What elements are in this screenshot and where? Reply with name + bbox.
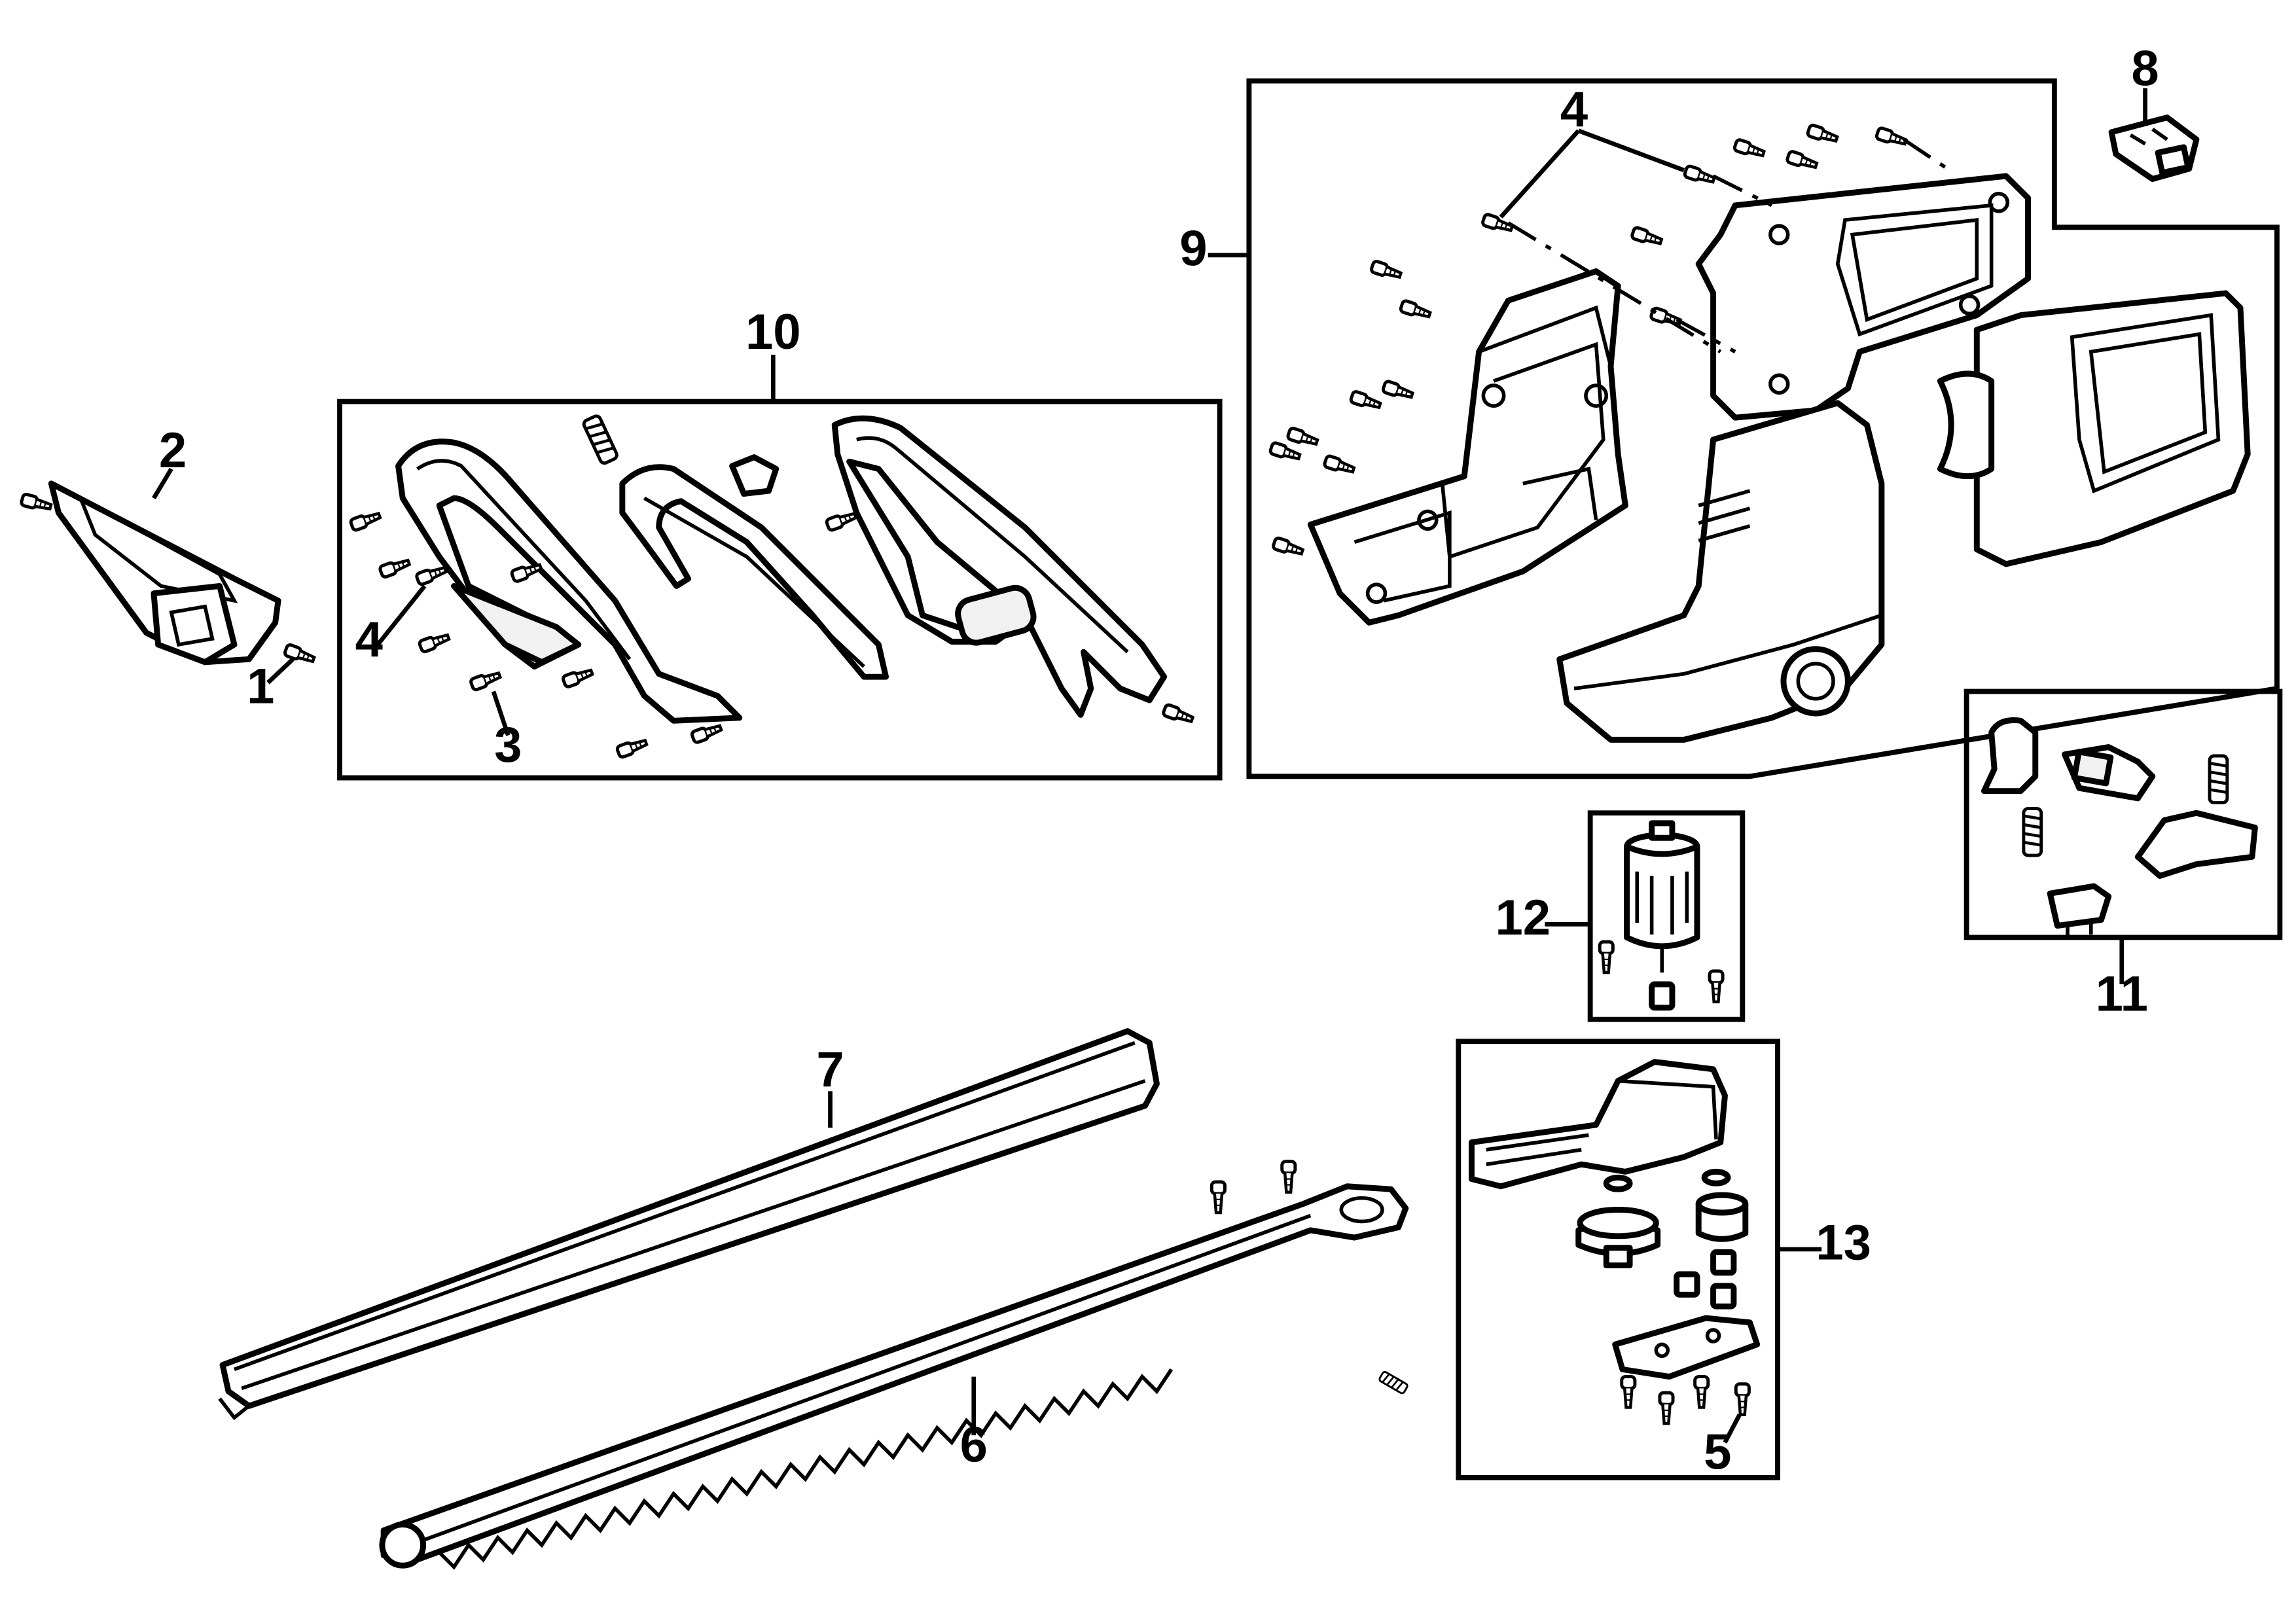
- gearbox-parts: [1468, 1059, 1761, 1424]
- rear-handle-parts: [350, 415, 1194, 758]
- callout-4-housing: 4: [1560, 82, 1588, 137]
- callout-4-handle: 4: [355, 612, 383, 668]
- housing-parts: [1270, 124, 2251, 743]
- blade-guard-part: [218, 1028, 1160, 1421]
- callout-11: 11: [2096, 966, 2148, 1022]
- motor-parts: [1600, 820, 1723, 1011]
- callout-5: 5: [1704, 1425, 1731, 1480]
- callout-2: 2: [159, 423, 187, 478]
- rear-handle-kit-box: [337, 399, 1223, 781]
- callout-7: 7: [816, 1043, 844, 1098]
- callout-1: 1: [247, 658, 274, 714]
- callout-3: 3: [494, 717, 522, 773]
- hand-guard-part: [21, 480, 315, 665]
- callout-12: 12: [1495, 890, 1551, 946]
- callout-9: 9: [1179, 221, 1207, 277]
- gearbox-kit-box: [1456, 1039, 1780, 1480]
- motor-kit-box: [1587, 810, 1746, 1022]
- switch-kit-parts: [1377, 717, 2258, 1395]
- motor-housing-kit-box: [1246, 78, 2280, 779]
- leader-lines: [152, 88, 2147, 1444]
- callout-6: 6: [960, 1417, 988, 1472]
- callout-8: 8: [2131, 41, 2159, 96]
- callout-13: 13: [1816, 1215, 1871, 1271]
- callout-10: 10: [745, 304, 801, 360]
- switch-part: [2108, 115, 2200, 182]
- cutting-blade-part: [379, 1162, 1409, 1570]
